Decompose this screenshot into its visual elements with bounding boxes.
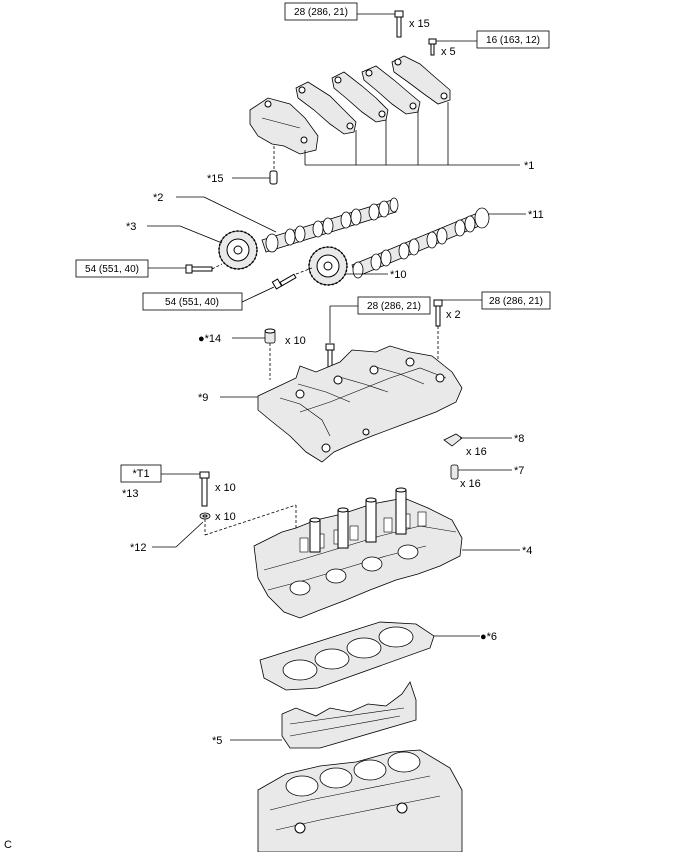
callout-3: *3 (126, 221, 136, 233)
cam-housing-bolt-right (433, 299, 443, 327)
callout-10: *10 (390, 269, 407, 281)
torque-box-1: 28 (286, 21) (284, 2, 358, 21)
callout-11: *11 (528, 209, 544, 221)
valve-rocker-8 (443, 433, 463, 447)
lash-adjuster-7 (450, 464, 459, 480)
torque-box-4: 54 (551, 40) (142, 292, 243, 311)
camshaft-housing-9 (257, 345, 463, 463)
camshaft-bearing-cap-front (249, 97, 319, 155)
cam-housing-bolt-center (325, 343, 335, 369)
torque-label-3: 54 (551, 40) (85, 264, 139, 275)
cover-5 (281, 681, 417, 749)
callout-4: *4 (522, 545, 532, 557)
callout-t1: *T1 (132, 468, 149, 480)
valve-tube-4 (395, 487, 407, 535)
t1-box: *T1 (120, 464, 162, 483)
qty-label-x15: x 15 (409, 18, 430, 30)
callout-6: ●*6 (480, 631, 497, 643)
cylinder-head-bolt-13 (199, 471, 210, 507)
top-bolt-short (428, 38, 437, 56)
callout-1: *1 (524, 160, 534, 172)
torque-box-5: 28 (286, 21) (357, 296, 431, 315)
cam-timing-gear-10 (308, 246, 348, 286)
torque-box-6: 28 (286, 21) (481, 291, 551, 310)
qty-label-x16-b: x 16 (460, 478, 481, 490)
cylinder-head-4 (253, 497, 463, 619)
callout-8: *8 (514, 433, 524, 445)
callout-7: *7 (514, 465, 524, 477)
callout-14: ●*14 (198, 333, 221, 345)
callout-9: *9 (198, 392, 208, 404)
qty-label-x5: x 5 (441, 46, 456, 58)
sprocket-bolt-left (185, 264, 213, 274)
camshaft-bearing-cap-5 (391, 55, 451, 105)
valve-tube-1 (309, 517, 321, 553)
callout-2: *2 (153, 192, 163, 204)
dowel-pin-14 (264, 328, 276, 344)
camshaft-11 (351, 207, 490, 279)
cylinder-block (257, 749, 463, 852)
qty-label-x2: x 2 (446, 309, 461, 321)
camshaft-2 (261, 197, 399, 253)
washer-12 (199, 512, 211, 520)
torque-box-3: 54 (551, 40) (75, 259, 149, 278)
valve-tube-2 (337, 507, 349, 549)
qty-label-x10-c: x 10 (215, 511, 236, 523)
cam-timing-gear-3 (218, 230, 258, 270)
qty-label-x16-a: x 16 (466, 446, 487, 458)
callout-5: *5 (212, 735, 222, 747)
qty-label-x10-b: x 10 (215, 482, 236, 494)
torque-label-6: 28 (286, 21) (489, 296, 543, 307)
sprocket-bolt-right (271, 273, 297, 290)
qty-label-x10-a: x 10 (285, 335, 306, 347)
torque-label-1: 28 (286, 21) (294, 7, 348, 18)
torque-label-5: 28 (286, 21) (367, 301, 421, 312)
callout-12: *12 (130, 542, 147, 554)
top-bolt-long (394, 10, 404, 38)
dowel-pin-15 (269, 170, 278, 185)
camshaft-bearing-cap-2 (295, 81, 357, 135)
corner-code: C (4, 839, 12, 851)
torque-label-2: 16 (163, 12) (486, 35, 540, 46)
head-gasket-6 (259, 621, 435, 691)
torque-box-2: 16 (163, 12) (476, 30, 550, 49)
valve-tube-3 (365, 497, 377, 543)
callout-15: *15 (207, 173, 224, 185)
torque-label-4: 54 (551, 40) (165, 297, 219, 308)
callout-13: *13 (122, 488, 139, 500)
